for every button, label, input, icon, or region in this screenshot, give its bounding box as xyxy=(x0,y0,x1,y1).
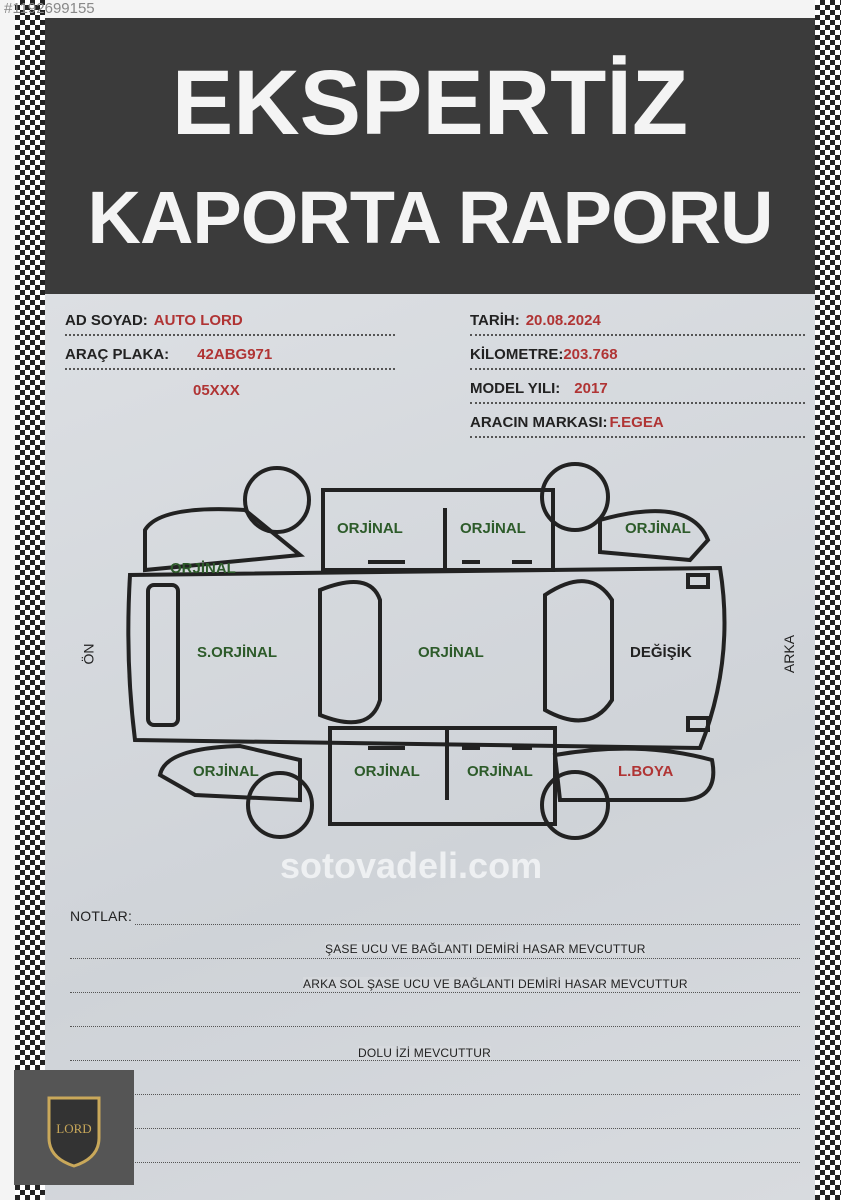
field-value: 05XXX xyxy=(193,382,240,399)
field-ad-soyad: AD SOYAD: AUTO LORD xyxy=(65,312,395,336)
note-line xyxy=(70,992,800,993)
note-line xyxy=(135,924,800,925)
note-2: ARKA SOL ŞASE UCU VE BAĞLANTI DEMİRİ HAS… xyxy=(303,977,688,991)
field-label: TARİH: xyxy=(470,312,520,329)
field-value: AUTO LORD xyxy=(153,312,243,329)
panel-left-rear-fender: ORJİNAL xyxy=(625,520,691,537)
panel-roof: ORJİNAL xyxy=(418,644,484,661)
title-line-2: KAPORTA RAPORU xyxy=(87,176,774,259)
field-plaka-2: 05XXX xyxy=(187,382,240,406)
panel-left-front-door: ORJİNAL xyxy=(337,520,403,537)
field-marka: ARACIN MARKASI:F.EGEA xyxy=(470,414,805,438)
field-model-yili: MODEL YILI: 2017 xyxy=(470,380,805,404)
report-header: EKSPERTİZ KAPORTA RAPORU xyxy=(45,18,815,294)
notes-label: NOTLAR: xyxy=(70,908,133,924)
field-label: MODEL YILI: xyxy=(470,380,561,397)
note-line xyxy=(70,1060,800,1061)
note-line xyxy=(70,958,800,959)
field-label: ARACIN MARKASI: xyxy=(470,414,608,431)
note-1: ŞASE UCU VE BAĞLANTI DEMİRİ HASAR MEVCUT… xyxy=(325,942,646,956)
field-label: ARAÇ PLAKA: xyxy=(65,346,170,363)
panel-right-front-door: ORJİNAL xyxy=(354,763,420,780)
field-kilometre: KİLOMETRE:203.768 xyxy=(470,346,805,370)
field-tarih: TARİH: 20.08.2024 xyxy=(470,312,805,336)
note-line xyxy=(70,1162,800,1163)
field-plaka: ARAÇ PLAKA: 42ABG971 xyxy=(65,346,395,370)
shield-icon: LORD xyxy=(47,1096,101,1168)
panel-right-front-fender: ORJİNAL xyxy=(193,763,259,780)
panel-trunk: DEĞİŞİK xyxy=(630,644,692,661)
field-label: KİLOMETRE: xyxy=(470,346,564,363)
svg-text:LORD: LORD xyxy=(56,1121,91,1136)
field-value: 20.08.2024 xyxy=(525,312,601,329)
panel-left-front-fender: ORJİNAL xyxy=(170,560,236,577)
rear-label: ARKA xyxy=(781,634,798,674)
lord-logo: LORD xyxy=(14,1070,134,1185)
field-value: 42ABG971 xyxy=(197,346,273,363)
panel-hood: S.ORJİNAL xyxy=(197,644,278,661)
field-value: 2017 xyxy=(574,380,608,397)
watermark-site: sotovadeli.com xyxy=(280,845,543,886)
field-label: AD SOYAD: xyxy=(65,312,148,329)
panel-left-rear-door: ORJİNAL xyxy=(460,520,526,537)
field-value: F.EGEA xyxy=(609,414,664,431)
field-value: 203.768 xyxy=(563,346,618,363)
note-line xyxy=(70,1094,800,1095)
note-line xyxy=(70,1026,800,1027)
note-line xyxy=(70,1128,800,1129)
front-label: ÖN xyxy=(80,643,97,665)
watermark-id: #1192699155 xyxy=(4,0,95,17)
checkered-border-right xyxy=(815,0,841,1200)
note-3: DOLU İZİ MEVCUTTUR xyxy=(358,1046,491,1060)
panel-right-rear-door: ORJİNAL xyxy=(467,763,533,780)
panel-right-rear-fender: L.BOYA xyxy=(618,763,674,780)
title-line-1: EKSPERTİZ xyxy=(171,52,689,154)
checkered-border-left xyxy=(15,0,45,1200)
